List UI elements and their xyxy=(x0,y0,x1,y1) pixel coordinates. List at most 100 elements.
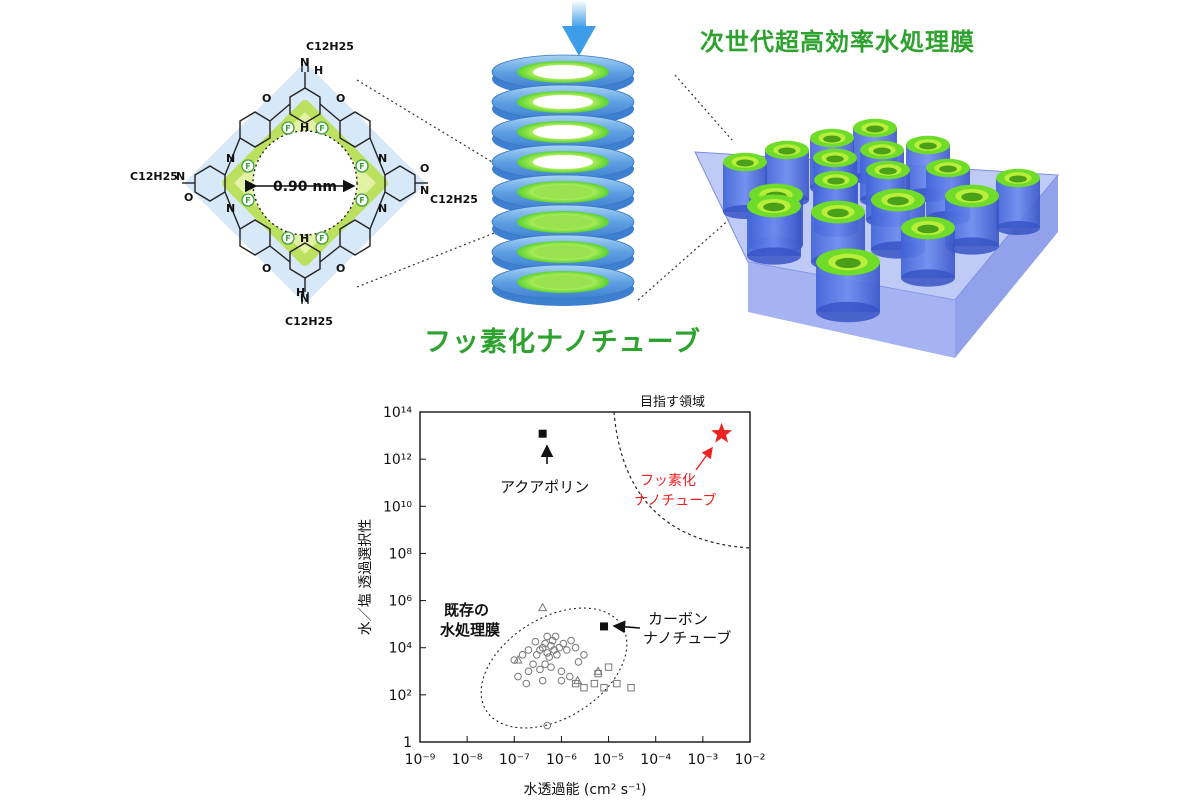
flow-arrow-head xyxy=(562,26,596,56)
svg-text:C12H25: C12H25 xyxy=(306,40,354,53)
data-point-filled-square xyxy=(539,430,547,438)
svg-text:N: N xyxy=(300,56,309,69)
data-point-circle xyxy=(566,673,573,680)
x-tick-label: 10⁻⁷ xyxy=(499,752,530,768)
data-point-star xyxy=(711,423,732,443)
svg-text:N: N xyxy=(226,152,235,165)
data-point-circle xyxy=(519,652,526,659)
svg-text:F: F xyxy=(285,234,290,243)
svg-text:O: O xyxy=(184,191,193,204)
y-tick-label: 10¹² xyxy=(383,452,412,468)
data-point-circle xyxy=(525,668,532,675)
x-tick-label: 10⁻⁸ xyxy=(452,752,483,768)
chart-marks xyxy=(511,423,732,729)
data-point-circle xyxy=(532,638,539,645)
svg-text:O: O xyxy=(420,162,429,175)
y-tick-label: 10⁶ xyxy=(389,594,413,610)
data-point-circle xyxy=(544,722,551,729)
data-point-square xyxy=(591,680,597,686)
svg-text:O: O xyxy=(262,262,271,275)
y-tick-label: 1 xyxy=(403,735,412,751)
svg-text:F: F xyxy=(285,124,290,133)
data-point-circle xyxy=(558,677,565,684)
data-point-square xyxy=(628,685,634,691)
data-point-circle xyxy=(544,650,551,657)
svg-text:H: H xyxy=(300,232,309,245)
fluoro-label-line2: ナノチューブ xyxy=(634,492,716,509)
data-point-circle xyxy=(537,666,544,673)
cnt-label-line1: カーボン xyxy=(648,610,708,628)
chart: 10⁻⁹ 10⁻⁸ 10⁻⁷ 10⁻⁶ 10⁻⁵ 10⁻⁴ 10⁻³ 10⁻² 1 10² 10⁴… xyxy=(358,394,765,798)
y-tick-label: 10² xyxy=(389,688,412,704)
data-point-circle xyxy=(523,680,530,687)
svg-text:F: F xyxy=(359,162,364,171)
x-tick-label: 10⁻⁵ xyxy=(593,752,624,768)
existing-label-line1: 既存の xyxy=(444,601,489,619)
svg-text:F: F xyxy=(319,234,324,243)
svg-text:H: H xyxy=(300,121,309,134)
x-axis-label: 水透過能 (cm² s⁻¹) xyxy=(523,782,646,798)
data-point-circle xyxy=(544,633,551,640)
aquaporin-label: アクアポリン xyxy=(500,478,589,496)
svg-text:N: N xyxy=(176,170,185,183)
y-tick-label: 10⁸ xyxy=(389,546,413,562)
svg-text:F: F xyxy=(245,162,250,171)
svg-text:H: H xyxy=(314,64,323,77)
data-point-circle xyxy=(548,664,555,671)
data-point-circle xyxy=(530,661,537,668)
svg-text:N: N xyxy=(420,184,429,197)
data-point-square xyxy=(614,680,620,686)
membrane-tube xyxy=(816,249,880,323)
data-point-circle xyxy=(572,644,579,651)
svg-text:O: O xyxy=(262,92,271,105)
y-tick-label: 10¹⁰ xyxy=(383,499,412,515)
data-point-circle xyxy=(558,668,565,675)
data-point-square xyxy=(605,664,611,670)
x-tick-label: 10⁻² xyxy=(735,752,766,768)
data-point-circle xyxy=(575,659,582,666)
membrane-tube xyxy=(996,169,1040,235)
data-point-circle xyxy=(564,647,571,654)
svg-text:C12H25: C12H25 xyxy=(430,193,478,206)
data-point-circle xyxy=(560,640,567,647)
svg-text:O: O xyxy=(336,262,345,275)
data-point-circle xyxy=(568,637,575,644)
disk-stack xyxy=(492,55,634,306)
fluoro-arrow xyxy=(696,448,712,470)
data-point-circle xyxy=(539,677,546,684)
pore-diameter-label: 0.90 nm xyxy=(273,179,337,195)
x-tick-label: 10⁻⁹ xyxy=(405,752,436,768)
y-axis-label: 水／塩 透過選択性 xyxy=(358,519,374,635)
stack-disk xyxy=(492,265,634,306)
svg-text:O: O xyxy=(336,92,345,105)
x-tick-label: 10⁻⁴ xyxy=(640,752,671,768)
data-point-circle xyxy=(581,652,588,659)
y-tick-label: 10¹⁴ xyxy=(383,405,412,421)
data-point-square xyxy=(581,685,587,691)
data-point-circle xyxy=(546,654,553,661)
membrane-tube xyxy=(747,195,801,265)
svg-text:H: H xyxy=(296,286,305,299)
cnt-arrow xyxy=(614,626,640,628)
y-tick-label: 10⁴ xyxy=(389,641,413,657)
svg-text:C12H25: C12H25 xyxy=(285,315,333,328)
x-tick-label: 10⁻³ xyxy=(687,752,718,768)
data-point-circle xyxy=(533,652,540,659)
data-point-circle xyxy=(525,647,532,654)
data-point-square xyxy=(601,685,607,691)
molecule-diagram: F F F F F F F F C12H25 C12H25 C12H25 C12… xyxy=(130,40,478,328)
x-tick-label: 10⁻⁶ xyxy=(546,752,577,768)
svg-text:C12H25: C12H25 xyxy=(130,170,178,183)
svg-text:F: F xyxy=(319,124,324,133)
membrane-title: 次世代超高効率水処理膜 xyxy=(700,22,975,57)
plot-frame xyxy=(420,412,750,742)
data-point-filled-square xyxy=(600,622,608,630)
cnt-label-line2: ナノチューブ xyxy=(643,629,731,647)
svg-text:F: F xyxy=(245,196,250,205)
svg-text:N: N xyxy=(378,152,387,165)
svg-text:N: N xyxy=(226,202,235,215)
target-region-label: 目指す領域 xyxy=(640,394,705,410)
data-point-circle xyxy=(515,673,522,680)
data-point-triangle xyxy=(539,604,547,611)
